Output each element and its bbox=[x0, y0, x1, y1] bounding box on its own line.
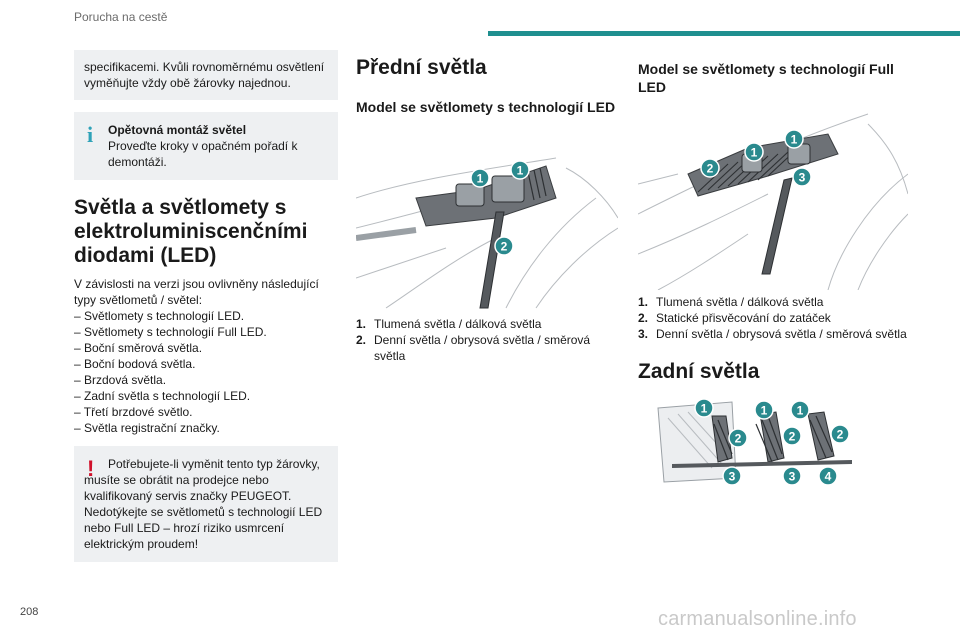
warning-box-text: Potřebujete-li vyměnit tento typ žárovky… bbox=[84, 457, 323, 551]
warning-box: ! Potřebujete-li vyměnit tento typ žárov… bbox=[74, 446, 338, 562]
callout-label: 4 bbox=[825, 470, 832, 484]
running-header: Porucha na cestě bbox=[74, 10, 168, 24]
callout-2: 2 bbox=[700, 158, 720, 178]
rear-callout-3a: 3 bbox=[722, 466, 742, 486]
led-type-item: – Světlomety s technologií Full LED. bbox=[74, 325, 267, 339]
full-led-headlamp-illustration: 1 1 2 3 bbox=[638, 113, 908, 290]
led-type-item: – Boční bodová světla. bbox=[74, 357, 196, 371]
legend-number: 2. bbox=[638, 311, 649, 325]
rear-callout-1b: 1 bbox=[754, 400, 774, 420]
callout-label: 1 bbox=[751, 146, 758, 160]
led-type-item: – Boční směrová světla. bbox=[74, 341, 203, 355]
callout-1a: 1 bbox=[470, 168, 490, 188]
info-box-text: Proveďte kroky v opačném pořadí k demont… bbox=[108, 139, 298, 169]
rear-callout-2a: 2 bbox=[728, 428, 748, 448]
callout-label: 1 bbox=[477, 172, 484, 186]
led-type-item: – Světla registrační značky. bbox=[74, 421, 220, 435]
column-middle: Přední světla Model se světlomety s tech… bbox=[356, 50, 618, 364]
legend-text: Tlumená světla / dálková světla bbox=[374, 317, 542, 331]
led-lead-text: V závislosti na verzi jsou ovlivněny nás… bbox=[74, 277, 319, 307]
rear-lights-illustration: 1 1 1 2 2 2 3 3 4 bbox=[657, 398, 852, 486]
rear-callout-1a: 1 bbox=[694, 398, 714, 418]
subheading-led-model: Model se světlomety s technologií LED bbox=[356, 99, 616, 115]
legend-text: Denní světla / obrysová světla / směrová… bbox=[656, 327, 907, 341]
warning-icon: ! bbox=[87, 456, 95, 481]
info-box-title: Opětovná montáž světel bbox=[108, 123, 247, 137]
rear-callout-3b: 3 bbox=[782, 466, 802, 486]
callout-label: 1 bbox=[761, 404, 768, 418]
legend-number: 1. bbox=[356, 317, 367, 331]
led-type-item: – Světlomety s technologií LED. bbox=[74, 309, 245, 323]
callout-2: 2 bbox=[494, 236, 514, 256]
callout-label: 2 bbox=[501, 240, 508, 254]
rear-callout-2b: 2 bbox=[782, 426, 802, 446]
led-types-list: – Světlomety s technologií LED. – Světlom… bbox=[74, 308, 338, 436]
led-type-item: – Brzdová světla. bbox=[74, 373, 167, 387]
legend-item: 2. Statické přisvěcování do zatáček bbox=[638, 310, 908, 326]
rear-callout-2c: 2 bbox=[830, 424, 850, 444]
legend-item: 1. Tlumená světla / dálková světla bbox=[356, 316, 618, 332]
legend-item: 2. Denní světla / obrysová světla / směro… bbox=[356, 332, 618, 364]
callout-label: 3 bbox=[789, 470, 796, 484]
led-headlamp-illustration: 1 1 2 bbox=[356, 157, 618, 309]
legend-item: 3. Denní světla / obrysová světla / směro… bbox=[638, 326, 908, 342]
legend-text: Tlumená světla / dálková světla bbox=[656, 295, 824, 309]
rear-callout-1c: 1 bbox=[790, 400, 810, 420]
callout-label: 2 bbox=[735, 432, 742, 446]
column-right: Model se světlomety s technologií Full L… bbox=[638, 50, 908, 488]
callout-1b: 1 bbox=[784, 129, 804, 149]
full-led-legend-list: 1. Tlumená světla / dálková světla 2. Stati… bbox=[638, 294, 908, 342]
info-icon: i bbox=[87, 122, 94, 147]
callout-label: 1 bbox=[517, 164, 524, 178]
led-legend-list: 1. Tlumená světla / dálková světla 2. Denní… bbox=[356, 316, 618, 364]
legend-number: 3. bbox=[638, 327, 649, 341]
callout-label: 3 bbox=[729, 470, 736, 484]
callout-label: 1 bbox=[797, 404, 804, 418]
callout-label: 2 bbox=[707, 162, 714, 176]
callout-label: 1 bbox=[791, 133, 798, 147]
section-heading-led: Světla a světlomety s elektroluminiscenč… bbox=[74, 196, 308, 267]
callout-label: 2 bbox=[789, 430, 796, 444]
legend-item: 1. Tlumená světla / dálková světla bbox=[638, 294, 908, 310]
led-type-item: – Třetí brzdové světlo. bbox=[74, 405, 193, 419]
page-number: 208 bbox=[20, 606, 39, 618]
column-left: specifikacemi. Kvůli rovnoměrnému osvětl… bbox=[74, 50, 338, 562]
callout-label: 2 bbox=[837, 428, 844, 442]
legend-text: Denní světla / obrysová světla / směrová… bbox=[374, 333, 591, 363]
section-heading-front-lights: Přední světla bbox=[356, 56, 487, 79]
header-accent-bar bbox=[488, 31, 960, 36]
watermark: carmanualsonline.info bbox=[658, 608, 857, 630]
callout-label: 3 bbox=[799, 171, 806, 185]
led-type-item: – Zadní světla s technologií LED. bbox=[74, 389, 251, 403]
legend-number: 1. bbox=[638, 295, 649, 309]
callout-3: 3 bbox=[792, 167, 812, 187]
intro-box: specifikacemi. Kvůli rovnoměrnému osvětl… bbox=[74, 50, 338, 100]
section-heading-rear-lights: Zadní světla bbox=[638, 360, 760, 383]
callout-1a: 1 bbox=[744, 142, 764, 162]
info-box: i Opětovná montáž světel Proveďte kroky … bbox=[74, 112, 338, 180]
legend-number: 2. bbox=[356, 333, 367, 347]
rear-callout-4: 4 bbox=[818, 466, 838, 486]
intro-text: specifikacemi. Kvůli rovnoměrnému osvětl… bbox=[84, 60, 325, 90]
subheading-full-led-model: Model se světlomety s technologií Full L… bbox=[638, 61, 894, 95]
legend-text: Statické přisvěcování do zatáček bbox=[656, 311, 831, 325]
callout-1b: 1 bbox=[510, 160, 530, 180]
callout-label: 1 bbox=[701, 402, 708, 416]
